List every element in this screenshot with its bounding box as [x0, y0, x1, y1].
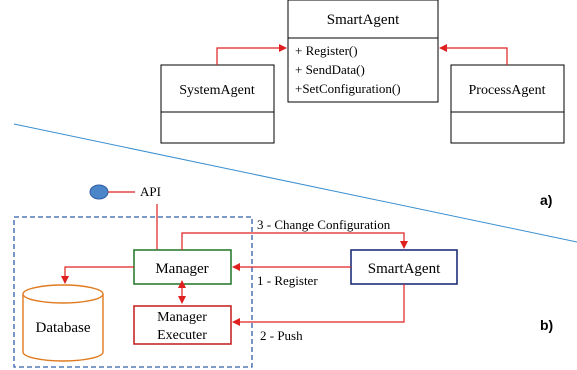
- class-diagram: SmartAgent + Register() + SendData() +Se…: [160, 0, 565, 144]
- manager-to-database-arrow: [61, 266, 134, 284]
- label-push: 2 - Push: [260, 328, 303, 343]
- class-processagent-name: ProcessAgent: [469, 83, 546, 98]
- api-node-icon: [89, 184, 109, 200]
- manager-label: Manager: [155, 261, 208, 277]
- database-label: Database: [36, 320, 91, 336]
- class-systemagent: SystemAgent: [160, 64, 275, 144]
- panel-label-a: a): [540, 192, 552, 208]
- smartagent-label: SmartAgent: [368, 261, 441, 277]
- manager-box: Manager: [133, 249, 232, 285]
- class-systemagent-name: SystemAgent: [179, 83, 255, 98]
- class-smartagent: SmartAgent + Register() + SendData() +Se…: [287, 0, 439, 103]
- class-smartagent-method-senddata: + SendData(): [295, 62, 365, 77]
- panel-label-b: b): [540, 317, 553, 333]
- class-smartagent-method-setconfiguration: +SetConfiguration(): [295, 81, 401, 96]
- api-node: API: [89, 184, 161, 200]
- manager-executer-label-line1: Manager: [157, 310, 207, 325]
- class-smartagent-name: SmartAgent: [327, 12, 400, 28]
- label-change-configuration: 3 - Change Configuration: [257, 217, 391, 232]
- inheritance-arrow-processagent: [439, 44, 508, 65]
- api-label: API: [140, 184, 161, 199]
- manager-executer-label-line2: Executer: [157, 328, 207, 343]
- class-processagent: ProcessAgent: [450, 64, 565, 144]
- arrow-push: [232, 284, 405, 326]
- system-boundary: [13, 216, 253, 368]
- manager-executer-box: Manager Executer: [133, 305, 232, 345]
- architecture-diagram: API Manager Manager Executer Database Sm…: [13, 184, 458, 368]
- label-register: 1 - Register: [257, 273, 318, 288]
- arrow-change-configuration: [181, 232, 408, 250]
- panel-separator-line: [13, 123, 577, 243]
- database-cylinder: Database: [22, 284, 104, 362]
- smartagent-box: SmartAgent: [350, 249, 458, 285]
- class-smartagent-method-register: + Register(): [295, 43, 358, 58]
- inheritance-arrow-systemagent: [216, 44, 287, 65]
